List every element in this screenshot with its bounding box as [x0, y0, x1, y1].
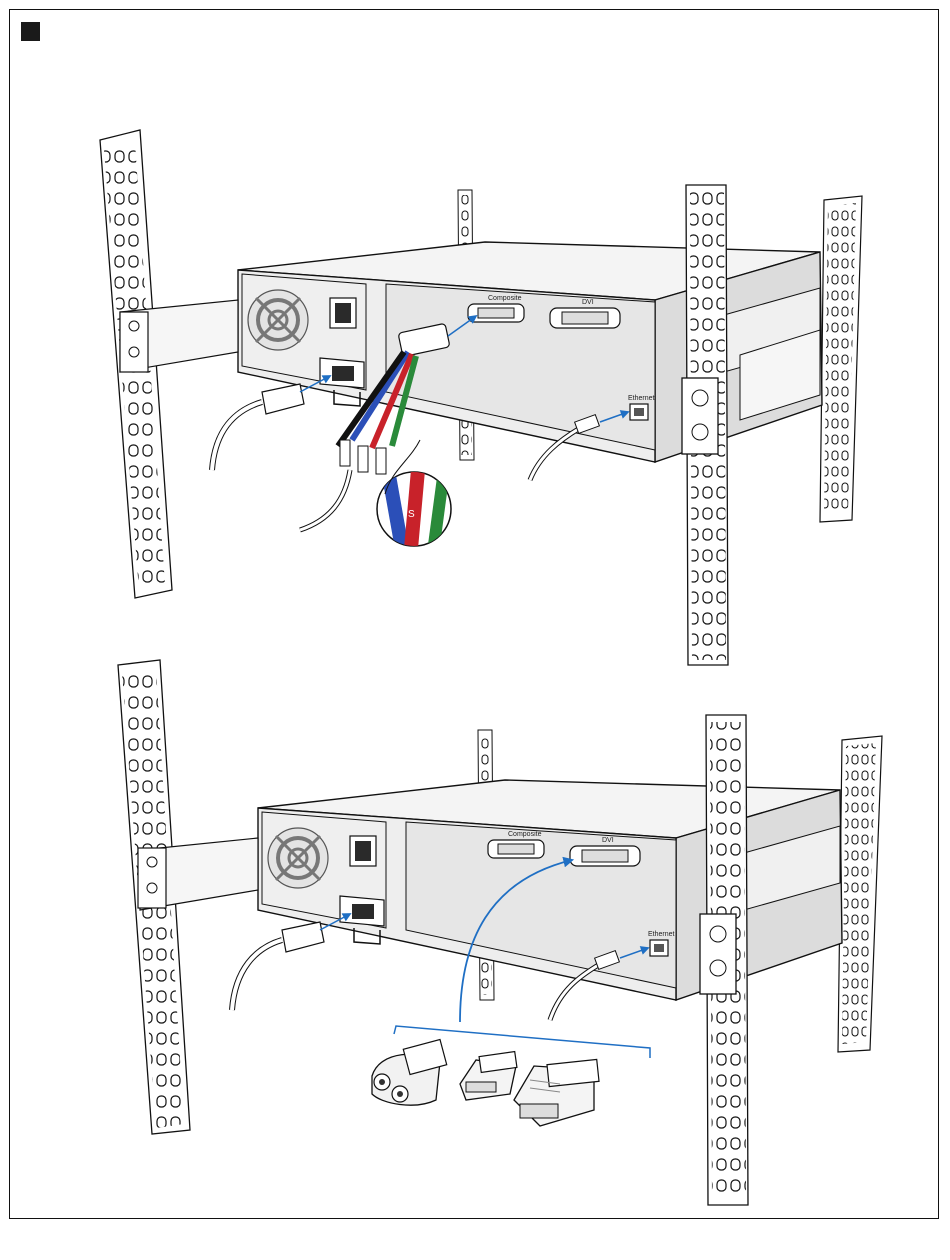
chassis-2	[258, 780, 842, 1000]
composite-label: Composite	[488, 295, 522, 302]
dvi-adapter-icon	[514, 1059, 599, 1126]
magnifier-callout-icon: S	[377, 440, 451, 560]
power-cord	[212, 384, 304, 470]
chassis	[238, 242, 822, 462]
rack-rail-right	[682, 185, 728, 665]
composite-label-2: Composite	[508, 831, 542, 838]
s-video-mark: S	[408, 509, 415, 520]
ethernet-label: Ethernet	[628, 395, 655, 402]
dvi-adapter-icon	[372, 1040, 447, 1106]
power-cord-2	[232, 922, 324, 1010]
top-scene: Composite DVI Ethernet	[100, 130, 862, 665]
rack-rail-rear-right	[820, 196, 862, 522]
power-inlet-icon	[340, 896, 384, 944]
fan-grille-icon	[248, 290, 308, 350]
power-switch-icon	[330, 298, 356, 328]
dvi-adapter-icon	[460, 1052, 517, 1100]
dvi-label-2: DVI	[602, 837, 614, 844]
dvi-label: DVI	[582, 299, 594, 306]
bottom-scene: Composite DVI Ethernet	[118, 660, 882, 1205]
power-inlet-icon	[320, 358, 364, 406]
rack-rail-rear-right-2	[838, 736, 882, 1052]
power-switch-icon	[350, 836, 376, 866]
rack-rail-right-2	[700, 715, 748, 1205]
ethernet-label-2: Ethernet	[648, 931, 675, 938]
fan-grille-icon	[268, 828, 328, 888]
rail-bracket-right	[682, 378, 718, 454]
